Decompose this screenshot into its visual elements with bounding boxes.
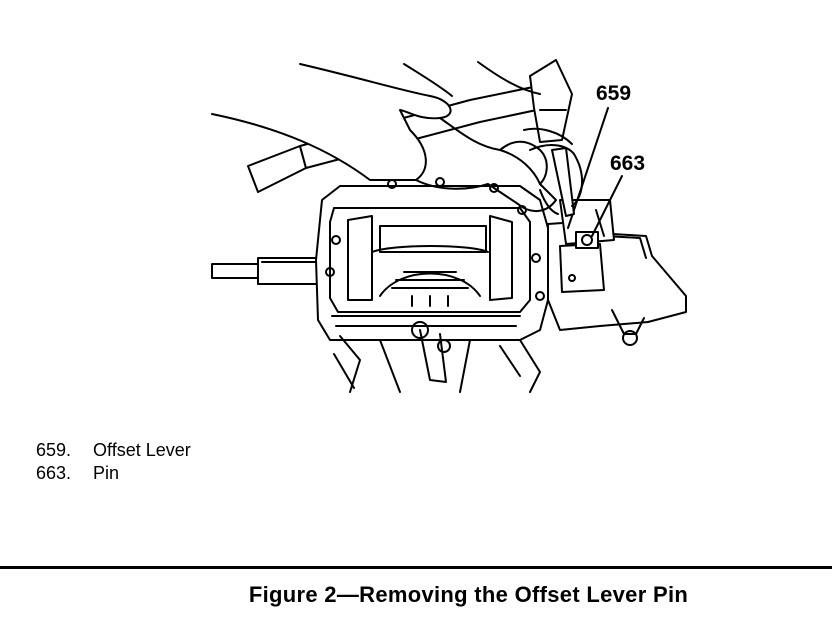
parts-legend: 659. Offset Lever 663. Pin xyxy=(36,439,191,485)
leader-line-659 xyxy=(567,107,609,229)
hands xyxy=(211,61,583,215)
legend-number: 663. xyxy=(36,463,72,483)
transmission-case xyxy=(315,177,549,393)
leader-line-663 xyxy=(591,175,623,237)
callout-663: 663 xyxy=(610,152,646,175)
legend-item-659: 659. Offset Lever xyxy=(36,439,191,462)
legend-number: 659. xyxy=(36,440,72,460)
legend-text: Pin xyxy=(93,463,120,483)
output-shaft xyxy=(211,257,325,285)
transmission-drawing xyxy=(211,59,687,393)
legend-item-663: 663. Pin xyxy=(36,462,191,485)
legend-text: Offset Lever xyxy=(93,440,191,460)
transmission-illustration xyxy=(211,59,687,393)
punch xyxy=(551,147,575,217)
callout-659: 659 xyxy=(596,82,632,105)
separator-rule xyxy=(0,566,832,569)
figure-caption: Figure 2—Removing the Offset Lever Pin xyxy=(248,582,689,607)
